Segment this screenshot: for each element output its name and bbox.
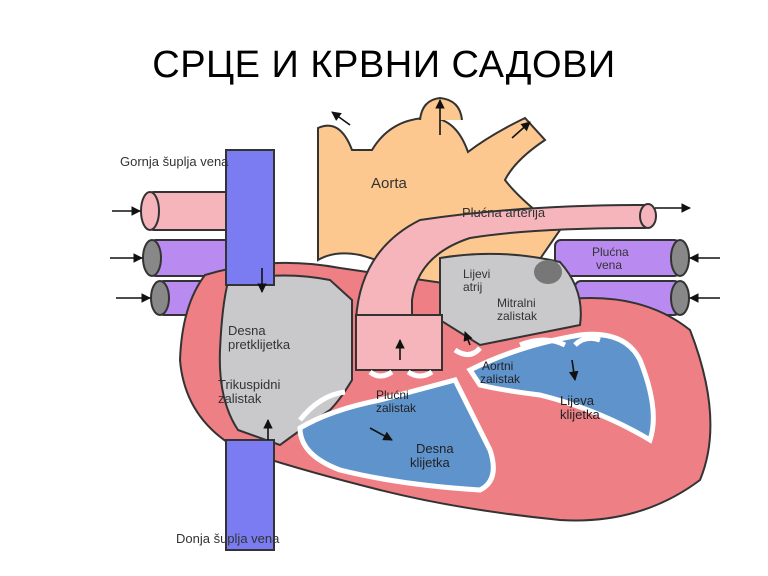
label-lijevi-atrij-2: atrij — [463, 280, 482, 294]
label-plucna-vena-1: Plućna — [592, 245, 629, 259]
flow-arrows — [110, 99, 720, 441]
label-aortni-zalistak-1: Aortni — [482, 359, 513, 373]
slide-title: СРЦЕ И КРВНИ САДОВИ — [152, 44, 616, 86]
label-lijevi-atrij-1: Lijevi — [463, 267, 490, 281]
inferior-vena-cava — [225, 439, 275, 551]
label-mitralni-zalistak-2: zalistak — [497, 309, 538, 323]
label-desna-pretklijetka-2: pretklijetka — [228, 337, 291, 352]
label-plucna-vena-2: vena — [596, 258, 622, 272]
label-donja-suplja-vena: Donja šuplja vena — [176, 531, 280, 546]
aortic-valve — [453, 346, 482, 357]
label-trikuspidni-zalistak-1: Trikuspidni — [218, 377, 280, 392]
label-desna-klijetka-2: klijetka — [410, 455, 451, 470]
label-gornja-suplja-vena: Gornja šuplja vena — [120, 154, 229, 169]
label-desna-klijetka-1: Desna — [416, 441, 454, 456]
pulmonary-valve — [368, 369, 434, 379]
label-aorta: Aorta — [371, 175, 408, 192]
label-mitralni-zalistak-1: Mitralni — [497, 296, 536, 310]
label-trikuspidni-zalistak-2: zalistak — [218, 391, 262, 406]
label-lijeva-klijetka-2: klijetka — [560, 407, 601, 422]
label-plucni-zalistak-1: Plućni — [376, 388, 409, 402]
tricuspid-valve — [298, 389, 346, 422]
superior-vena-cava — [225, 149, 275, 286]
label-plucni-zalistak-2: zalistak — [376, 401, 417, 415]
left-ventricle — [466, 331, 656, 444]
label-plucna-arterija: Plućna arterija — [462, 205, 546, 220]
label-aortni-zalistak-2: zalistak — [480, 372, 521, 386]
label-desna-pretklijetka-1: Desna — [228, 323, 266, 338]
right-ventricle — [297, 377, 496, 493]
mitral-valve — [519, 335, 601, 348]
label-lijeva-klijetka-1: Lijeva — [560, 393, 595, 408]
